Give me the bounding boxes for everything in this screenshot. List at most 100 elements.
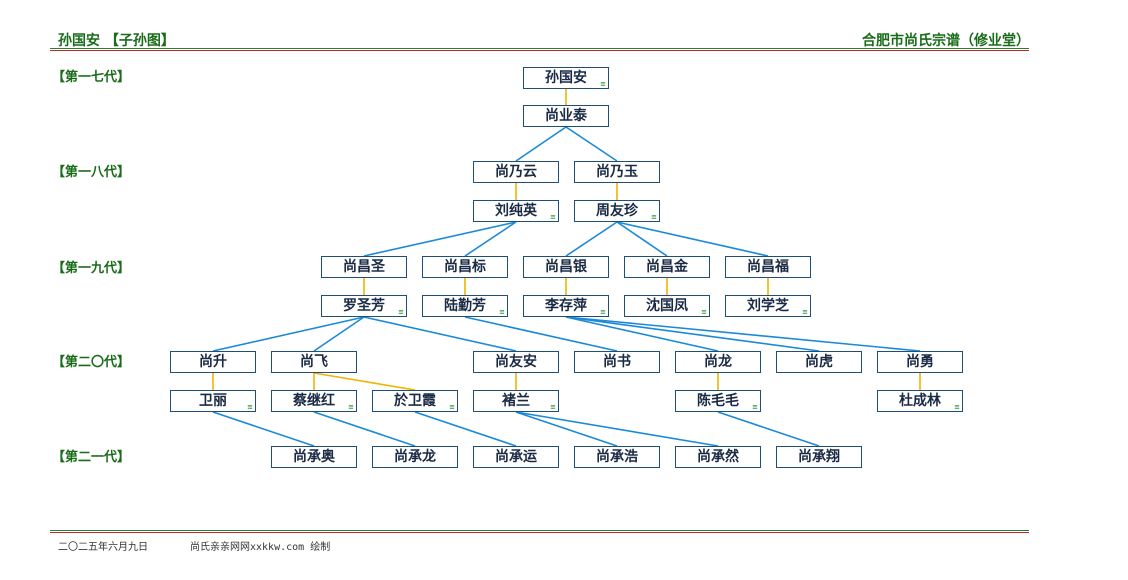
person-node-sunguoan[interactable]: 孙国安≡	[523, 67, 609, 89]
person-node-shangnaiyun[interactable]: 尚乃云	[473, 161, 559, 183]
person-name: 罗圣芳	[343, 298, 385, 314]
person-name: 褚兰	[502, 393, 530, 409]
person-node-shangchengyun[interactable]: 尚承运	[473, 446, 559, 468]
header-rule-green	[50, 48, 1029, 49]
generation-label-21: 【第二一代】	[52, 450, 131, 465]
parent-child-line	[363, 316, 517, 352]
generation-label-19: 【第一九代】	[52, 261, 131, 276]
person-node-liuxuezhi[interactable]: 刘学芝 ≡	[725, 295, 811, 317]
record-marker-icon: ≡	[398, 308, 404, 316]
person-name: 尚乃玉	[596, 164, 638, 180]
person-node-shanghu[interactable]: 尚虎	[776, 351, 862, 373]
person-node-luoshengfang[interactable]: 罗圣芳 ≡	[321, 295, 407, 317]
person-name: 陈毛毛	[697, 393, 739, 409]
person-name: 尚承奥	[293, 449, 335, 465]
person-node-shangyouan[interactable]: 尚友安	[473, 351, 559, 373]
person-node-shangchengran[interactable]: 尚承然	[675, 446, 761, 468]
person-node-shenguofeng[interactable]: 沈国凤 ≡	[624, 295, 710, 317]
parent-child-line	[464, 316, 618, 352]
person-name: 尚友安	[495, 354, 537, 370]
person-node-shangsheng[interactable]: 尚升	[170, 351, 256, 373]
parent-child-line	[313, 411, 416, 447]
header-rule-red	[50, 50, 1029, 51]
person-node-duchenglin[interactable]: 杜成林 ≡	[877, 390, 963, 412]
record-marker-icon: ≡	[802, 308, 808, 316]
person-name: 沈国凤	[646, 298, 688, 314]
person-name: 尚虎	[805, 354, 833, 370]
person-name: 尚承龙	[394, 449, 436, 465]
person-node-shangchenglong[interactable]: 尚承龙	[372, 446, 458, 468]
parent-child-line	[565, 221, 618, 257]
person-name: 尚昌金	[646, 259, 688, 275]
person-name: 刘学芝	[747, 298, 789, 314]
person-node-shangchangjin[interactable]: 尚昌金	[624, 256, 710, 278]
footer-date: 二〇二五年六月九日	[58, 542, 148, 553]
parent-child-line	[363, 221, 517, 257]
generation-label-17: 【第一七代】	[52, 70, 131, 85]
parent-child-line	[212, 411, 315, 447]
person-name: 於卫霞	[394, 393, 436, 409]
person-name: 陆勤芳	[444, 298, 486, 314]
person-name: 尚承运	[495, 449, 537, 465]
person-name: 尚勇	[906, 354, 934, 370]
record-marker-icon: ≡	[550, 403, 556, 411]
person-node-shangchenghao[interactable]: 尚承浩	[574, 446, 660, 468]
person-name: 刘纯英	[495, 203, 537, 219]
footer-rule-green	[50, 530, 1029, 531]
parent-child-line	[414, 411, 517, 447]
spouse-line	[313, 372, 416, 391]
person-node-liuchunying[interactable]: 刘纯英 ≡	[473, 200, 559, 222]
parent-child-line	[464, 221, 517, 257]
person-node-shangfei[interactable]: 尚飞	[271, 351, 357, 373]
person-name: 尚昌银	[545, 259, 587, 275]
generation-label-20: 【第二〇代】	[52, 355, 131, 370]
generation-label-18: 【第一八代】	[52, 165, 131, 180]
parent-child-line	[616, 221, 769, 257]
record-marker-icon: ≡	[247, 403, 253, 411]
person-node-weili[interactable]: 卫丽≡	[170, 390, 256, 412]
person-name: 李存萍	[545, 298, 587, 314]
person-node-shangchengxiang[interactable]: 尚承翔	[776, 446, 862, 468]
parent-child-line	[313, 316, 365, 352]
record-marker-icon: ≡	[954, 403, 960, 411]
parent-child-line	[515, 126, 567, 162]
person-name: 尚乃云	[495, 164, 537, 180]
person-node-licunping[interactable]: 李存萍 ≡	[523, 295, 609, 317]
person-name: 尚昌福	[747, 259, 789, 275]
person-node-shangchangsheng[interactable]: 尚昌圣	[321, 256, 407, 278]
person-node-shangyetai[interactable]: 尚业泰	[523, 105, 609, 127]
record-marker-icon: ≡	[449, 403, 455, 411]
person-node-zhulan[interactable]: 褚兰 ≡	[473, 390, 559, 412]
person-name: 尚升	[199, 354, 227, 370]
record-marker-icon: ≡	[701, 308, 707, 316]
person-node-shanglong[interactable]: 尚龙	[675, 351, 761, 373]
record-marker-icon: ≡	[600, 308, 606, 316]
person-node-zhouyouzhen[interactable]: 周友珍≡	[574, 200, 660, 222]
record-marker-icon: ≡	[600, 80, 606, 88]
person-name: 尚承然	[697, 449, 739, 465]
parent-child-line	[565, 126, 618, 162]
person-name: 尚飞	[300, 354, 328, 370]
record-marker-icon: ≡	[499, 308, 505, 316]
record-marker-icon: ≡	[752, 403, 758, 411]
person-node-shangchangfu[interactable]: 尚昌福	[725, 256, 811, 278]
person-node-chenmaomao[interactable]: 陈毛毛 ≡	[675, 390, 761, 412]
person-name: 尚承翔	[798, 449, 840, 465]
person-node-shangchengao[interactable]: 尚承奥	[271, 446, 357, 468]
footer-credit: 尚氏亲亲网网xxkkw.com 绘制	[190, 542, 331, 553]
record-marker-icon: ≡	[550, 213, 556, 221]
person-node-shangshu[interactable]: 尚书	[574, 351, 660, 373]
person-node-shangchangbiao[interactable]: 尚昌标	[422, 256, 508, 278]
person-name: 杜成林	[899, 393, 941, 409]
person-node-shangnaiyu[interactable]: 尚乃玉	[574, 161, 660, 183]
person-node-caijihong[interactable]: 蔡继红≡	[271, 390, 357, 412]
person-name: 尚承浩	[596, 449, 638, 465]
person-name: 尚昌标	[444, 259, 486, 275]
person-node-shangchangyin[interactable]: 尚昌银	[523, 256, 609, 278]
person-node-luqinfang[interactable]: 陆勤芳 ≡	[422, 295, 508, 317]
person-node-shangyong[interactable]: 尚勇	[877, 351, 963, 373]
person-name: 尚书	[603, 354, 631, 370]
genealogy-title: 合肥市尚氏宗谱（修业堂）	[862, 33, 1030, 49]
person-node-yuweixia[interactable]: 於卫霞 ≡	[372, 390, 458, 412]
